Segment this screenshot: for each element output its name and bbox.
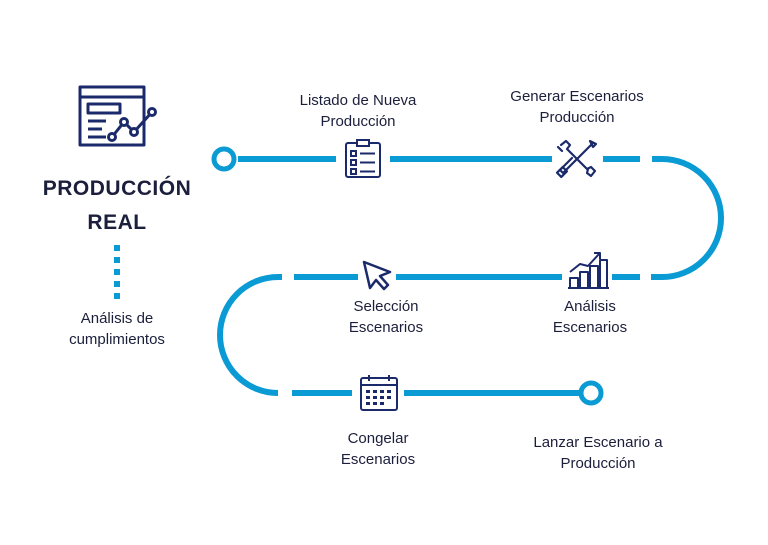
dotted-connector <box>114 245 120 299</box>
step-label-congelar: Congelar Escenarios <box>340 430 416 468</box>
step-label-analisis: Análisis Escenarios <box>552 298 628 336</box>
page-title: PRODUCCIÓN REAL <box>20 172 214 240</box>
title-line: PRODUCCIÓN <box>42 177 192 200</box>
end-circle-icon <box>578 380 604 406</box>
flow-curve-left <box>217 274 279 396</box>
step-label-seleccion: Selección Escenarios <box>348 298 424 336</box>
wrench-screwdriver-icon <box>553 139 601 179</box>
flow-curve-right <box>661 156 724 280</box>
report-analytics-icon <box>78 85 157 147</box>
step-label-listado: Listado de Nueva Producción <box>299 92 417 130</box>
side-note-label: Análisis de cumplimientos <box>69 310 165 348</box>
step-label-lanzar: Lanzar Escenario a Producción <box>533 434 663 472</box>
step-label-generar: Generar Escenarios Producción <box>510 88 644 126</box>
checklist-icon <box>341 139 385 179</box>
start-circle-icon <box>211 146 237 172</box>
title-line: REAL <box>87 211 147 234</box>
calendar-icon <box>356 373 402 413</box>
bar-chart-growth-icon <box>566 250 610 292</box>
cursor-arrow-icon <box>358 258 396 294</box>
